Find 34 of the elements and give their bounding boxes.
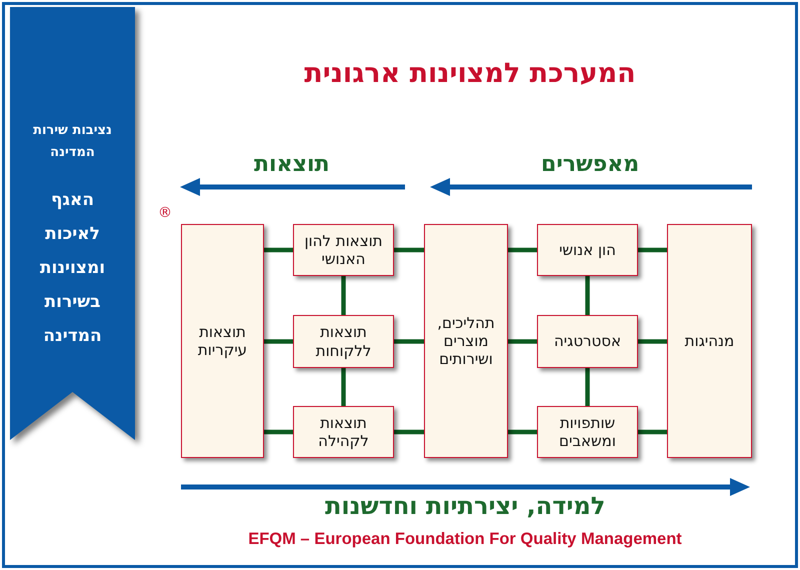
connector-line (394, 339, 424, 344)
criterion-box: מנהיגות (667, 224, 752, 458)
criterion-box: הון אנושי (537, 224, 638, 276)
connector-line (638, 430, 667, 434)
criterion-box: אסטרטגיה (537, 315, 638, 368)
criterion-box: תוצאות עיקריות (181, 224, 264, 458)
connector-line (264, 339, 293, 344)
connector-line (638, 339, 667, 344)
criterion-box: תהליכים, מוצרים ושירותים (424, 224, 508, 458)
connector-line (341, 276, 346, 315)
criterion-box: תוצאות ללקוחות (293, 315, 394, 368)
connector-line (264, 430, 293, 434)
criterion-box: תוצאות להון האנושי (293, 224, 394, 276)
registered-mark: ® (158, 205, 172, 221)
title: המערכת למצוינות ארגונית (303, 58, 637, 89)
connector-line (341, 368, 346, 406)
connector-line (508, 430, 537, 434)
criterion-box: שותפויות ומשאבים (537, 406, 638, 458)
caption: EFQM – European Foundation For Quality Management (247, 530, 683, 549)
criterion-box: תוצאות לקהילה (293, 406, 394, 458)
side-banner (10, 7, 135, 440)
connector-line (394, 430, 424, 434)
connector-line (585, 276, 590, 315)
connector-line (508, 339, 537, 344)
section-heading: מאפשרים (541, 152, 640, 177)
section-heading: תוצאות (254, 152, 330, 177)
department-name: האגף לאיכות ומצוינות בשירות המדינה (38, 189, 106, 348)
connector-line (394, 248, 424, 252)
connector-line (585, 368, 590, 406)
connector-line (638, 248, 667, 252)
connector-line (264, 248, 293, 252)
organization-name: נציבות שירות המדינה (32, 122, 113, 162)
arrow-label: למידה, יצירתיות וחדשנות (325, 492, 606, 520)
connector-line (508, 248, 537, 252)
